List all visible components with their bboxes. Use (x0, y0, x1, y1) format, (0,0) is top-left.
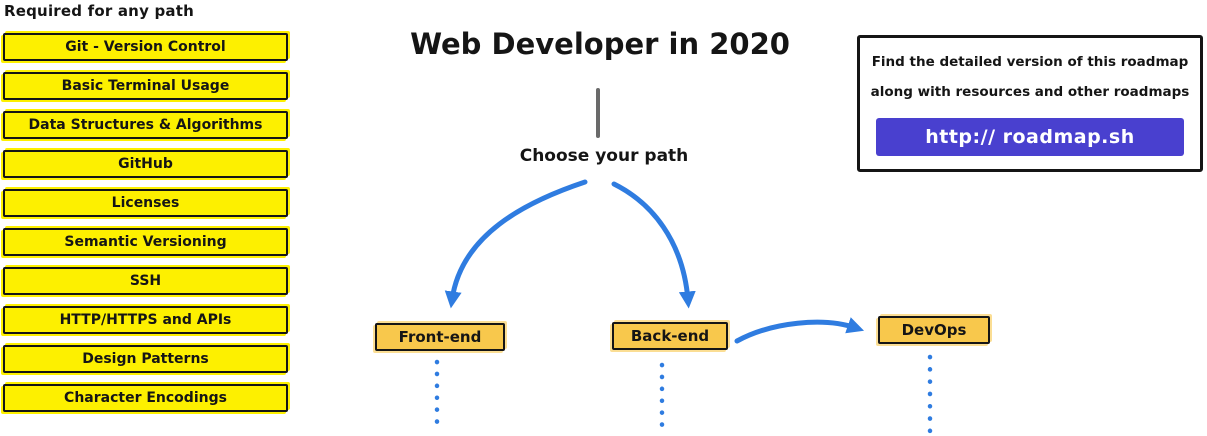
required-topic-box[interactable]: HTTP/HTTPS and APIs (3, 306, 288, 334)
required-path-heading: Required for any path (4, 2, 194, 20)
arrow-to-backend (611, 181, 696, 309)
required-topic-box[interactable]: SSH (3, 267, 288, 295)
arrow-to-frontend (444, 179, 588, 309)
arrow-backend-to-devops (734, 317, 865, 344)
required-topic-box[interactable]: Basic Terminal Usage (3, 72, 288, 100)
choose-path-label: Choose your path (519, 146, 689, 166)
required-topic-box[interactable]: Data Structures & Algorithms (3, 111, 288, 139)
required-topic-box[interactable]: Git - Version Control (3, 33, 288, 61)
required-topic-box[interactable]: Design Patterns (3, 345, 288, 373)
page-title: Web Developer in 2020 (410, 27, 790, 61)
frontend-node[interactable]: Front-end (375, 323, 505, 351)
required-topic-box[interactable]: Semantic Versioning (3, 228, 288, 256)
info-text-line1: Find the detailed version of this roadma… (871, 54, 1189, 70)
backend-node[interactable]: Back-end (612, 322, 728, 350)
devops-node[interactable]: DevOps (878, 316, 990, 344)
roadmap-url-button[interactable]: http:// roadmap.sh (876, 118, 1184, 156)
info-text-line2: along with resources and other roadmaps (870, 84, 1190, 100)
title-connector-line (596, 88, 600, 138)
required-topic-box[interactable]: GitHub (3, 150, 288, 178)
required-topic-box[interactable]: Licenses (3, 189, 288, 217)
required-topic-box[interactable]: Character Encodings (3, 384, 288, 412)
info-banner: Find the detailed version of this roadma… (857, 35, 1203, 172)
